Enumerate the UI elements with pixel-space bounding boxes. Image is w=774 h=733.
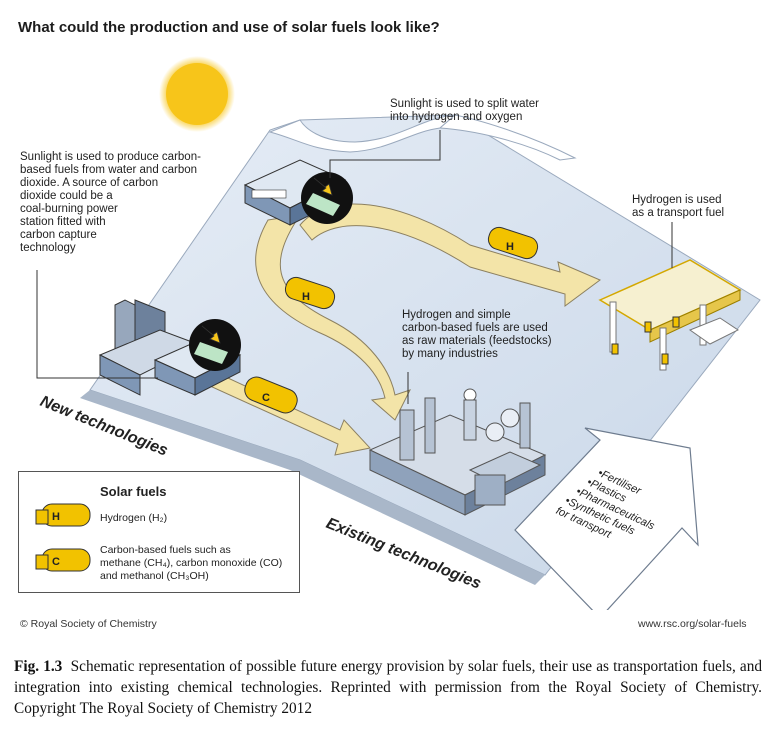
tanker-c: C [244,376,298,414]
water-splitting-device [243,159,353,226]
callout-carbon-fuels: Sunlight is used to produce carbon- base… [20,151,201,254]
figure-title: What could the production and use of sol… [18,19,440,36]
filling-station [598,259,742,371]
tanker-h-middle: H [284,276,336,310]
legend-hydrogen-label: Hydrogen (H₂) [100,512,168,524]
credit-right: www.rsc.org/solar-fuels [638,618,747,630]
carbon-fuel-device [153,319,242,396]
legend-hydrogen-icon: H [35,503,91,527]
legend-box [18,471,300,593]
callout-feedstocks: Hydrogen and simple carbon-based fuels a… [402,309,552,360]
credit-left: © Royal Society of Chemistry [20,618,157,630]
tanker-h-label: H [506,241,514,253]
power-station [98,299,202,396]
callout-split-water: Sunlight is used to split water into hyd… [390,98,539,123]
tanker-c-label: C [262,392,270,404]
industry-complex [368,388,547,516]
tanker-h-top: H [487,226,539,260]
solar-fuels-diagram: H H C [36,56,761,610]
caption-text: Schematic representation of possible fut… [14,658,763,717]
legend-carbon-label: Carbon-based fuels such as methane (CH₄)… [100,544,283,582]
products-arrow [514,427,699,610]
svg-text:C: C [52,556,60,568]
legend-carbon-icon: C [35,548,91,572]
caption-label: Fig. 1.3 [14,658,63,675]
figure-caption: Fig. 1.3 Schematic representation of pos… [14,656,762,719]
legend-title: Solar fuels [100,484,167,499]
svg-text:H: H [52,511,60,523]
tanker-h-label: H [302,291,310,303]
callout-transport: Hydrogen is used as a transport fuel [632,194,725,219]
